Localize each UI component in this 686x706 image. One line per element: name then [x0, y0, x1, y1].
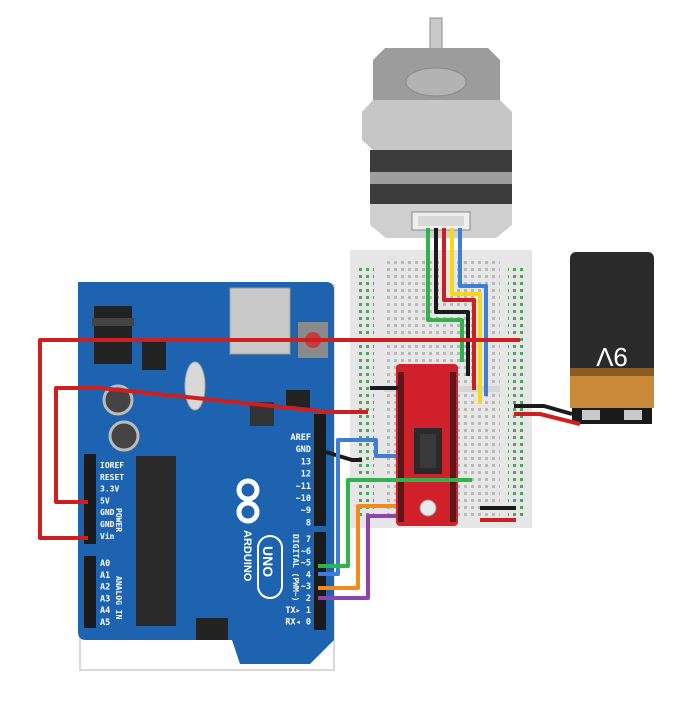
- power-pin-label: Vin: [100, 531, 115, 541]
- battery-9v: 9V: [570, 252, 654, 424]
- capacitor-1: [102, 384, 134, 416]
- power-label: POWER: [114, 508, 123, 532]
- capacitor-2: [108, 420, 140, 452]
- top-pin-label: AREF: [291, 433, 311, 443]
- voltage-regulator: [142, 342, 166, 370]
- top-pin-label: ~10: [296, 494, 311, 504]
- digital-pin-label: 2: [306, 594, 311, 604]
- stepper-motor: [362, 17, 512, 238]
- arduino-model-text: UNO: [260, 546, 276, 577]
- wire-black-gnd: [325, 450, 362, 462]
- wire-signal-green: [318, 478, 472, 568]
- analog-pin-label: A3: [100, 594, 110, 604]
- motor-body-top: [362, 100, 512, 150]
- analog-pin-label: A5: [100, 618, 110, 628]
- top-pin-label: ~11: [296, 482, 311, 492]
- driver-header-left: [398, 372, 404, 522]
- analog-pin-label: A0: [100, 559, 110, 569]
- power-pin-label: GND: [100, 508, 115, 517]
- top-digital-pin-labels: AREF GND 13 12 ~11 ~10 ~9 8: [291, 433, 311, 528]
- digital-header-top: [314, 414, 326, 526]
- breadboard-right-rail: [508, 266, 526, 516]
- digital-header-bottom: [314, 532, 326, 630]
- arduino-logo: ARDUINO UNO: [236, 478, 283, 599]
- power-pin-label: GND: [100, 520, 115, 529]
- top-pin-label: ~9: [301, 506, 311, 516]
- wire-red-vin: [38, 338, 520, 540]
- analog-pin-label: A1: [100, 571, 110, 581]
- digital-pin-label: 7: [306, 535, 311, 545]
- digital-label: DIGITAL (PWM~): [291, 534, 300, 601]
- stepper-driver-board: [396, 364, 458, 526]
- power-header: [84, 454, 96, 544]
- digital-pin-label: ~6: [301, 547, 311, 557]
- power-jack: [94, 306, 132, 364]
- crystal: [184, 361, 206, 411]
- power-pin-label: IOREF: [100, 461, 124, 470]
- wire-battery-black: [514, 404, 573, 416]
- driver-pot: [419, 499, 437, 517]
- digital-pin-label: 4: [306, 570, 311, 580]
- analog-pin-label: A2: [100, 583, 110, 593]
- wire-motor-black: [434, 228, 470, 376]
- wire-signal-purple: [318, 514, 396, 600]
- top-pin-label: 8: [306, 518, 311, 528]
- top-pin-label: 12: [301, 470, 311, 480]
- icsp-bottom: [196, 618, 228, 640]
- wire-red-5v: [54, 386, 368, 504]
- digital-pin-label: TX▸ 1: [285, 606, 311, 616]
- wire-battery-red: [514, 412, 581, 426]
- arduino-brand-text: ARDUINO: [241, 530, 253, 582]
- wire-signal-orange: [318, 504, 396, 590]
- motor-band-3: [370, 184, 512, 204]
- top-pin-label: GND: [296, 445, 311, 455]
- motor-band-1: [370, 150, 512, 172]
- wire-motor-yellow: [450, 228, 482, 404]
- power-pin-label: 5V: [100, 496, 110, 505]
- icsp-top: [286, 390, 310, 408]
- breadboard-left-rail: [356, 266, 374, 516]
- bottom-digital-pin-labels: 7 ~6 ~54 ~3 2TX▸ 1 RX◂ 0: [285, 535, 311, 628]
- battery-label: 9V: [595, 342, 627, 372]
- power-pin-label: RESET: [100, 473, 124, 482]
- power-pin-labels: IOREF RESET 3.3V 5V GND GND Vin: [100, 461, 124, 541]
- top-pin-label: 13: [301, 457, 311, 467]
- wires: [38, 228, 581, 600]
- analog-pin-label: A4: [100, 606, 110, 616]
- wire-motor-red: [442, 228, 476, 390]
- digital-pin-label: ~3: [301, 582, 311, 592]
- usb-port: [229, 287, 291, 355]
- analog-header: [84, 556, 96, 628]
- digital-pin-label: ~5: [301, 559, 311, 569]
- power-pin-label: 3.3V: [100, 485, 119, 494]
- motor-band-2: [370, 172, 512, 184]
- wire-signal-blue: [318, 438, 396, 576]
- atmega-chip: [136, 456, 176, 626]
- motor-boss: [405, 67, 467, 97]
- analog-in-label: ANALOG IN: [114, 576, 123, 620]
- driver-header-right: [450, 372, 456, 522]
- digital-pin-label: RX◂ 0: [285, 618, 311, 628]
